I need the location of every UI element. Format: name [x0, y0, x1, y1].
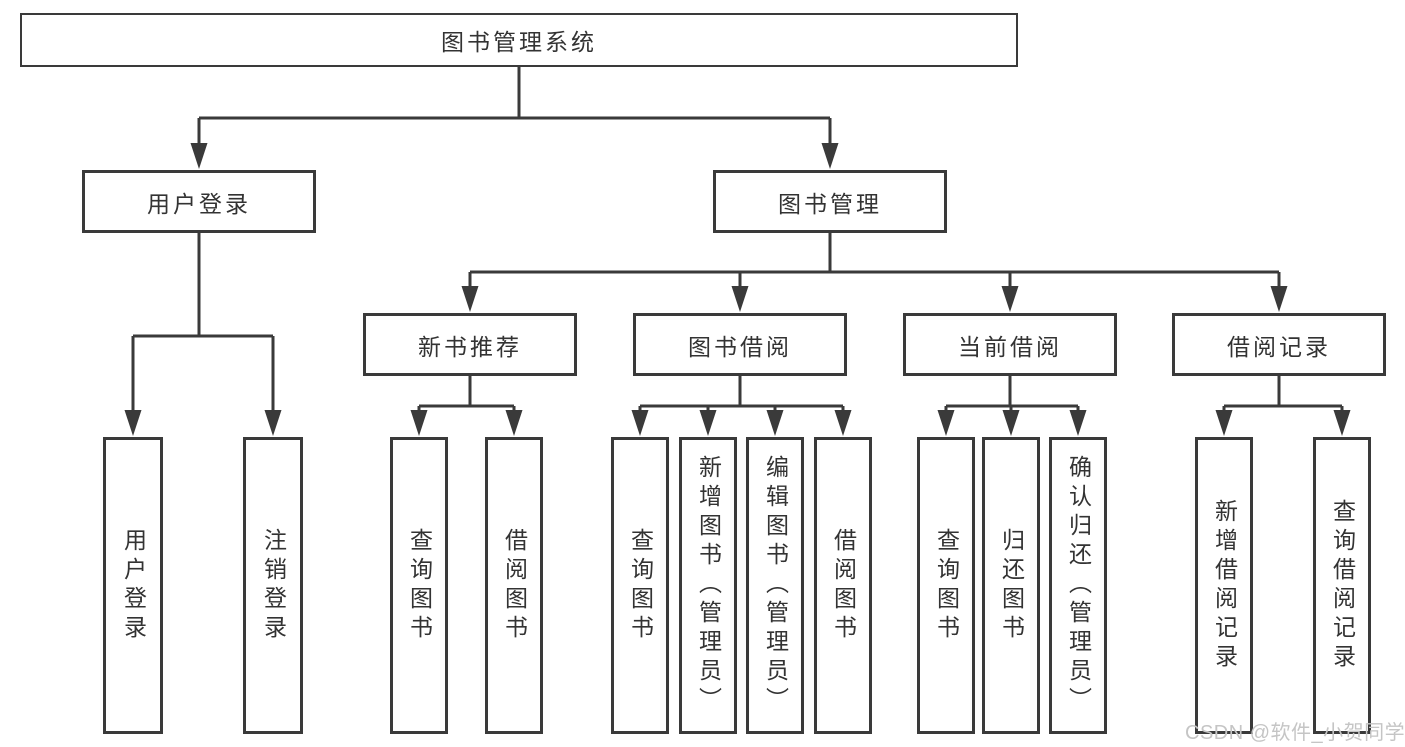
connector-arrowheads — [124, 143, 1351, 436]
node-current-borrow: 当前借阅 — [903, 313, 1117, 376]
node-book-management: 图书管理 — [713, 170, 947, 233]
leaf-query-book-2: 查询图书 — [611, 437, 669, 734]
node-new-book-recommend: 新书推荐 — [363, 313, 577, 376]
leaf-edit-book-admin: 编辑图书（管理员） — [746, 437, 804, 734]
leaf-borrow-book-1: 借阅图书 — [485, 437, 543, 734]
leaf-query-book-1: 查询图书 — [390, 437, 448, 734]
node-user-login: 用户登录 — [82, 170, 316, 233]
node-root: 图书管理系统 — [20, 13, 1018, 67]
node-borrow-records: 借阅记录 — [1172, 313, 1386, 376]
leaf-query-book-3: 查询图书 — [917, 437, 975, 734]
leaf-add-borrow-record: 新增借阅记录 — [1195, 437, 1253, 734]
leaf-confirm-return-admin: 确认归还（管理员） — [1049, 437, 1107, 734]
leaf-query-borrow-record: 查询借阅记录 — [1313, 437, 1371, 734]
leaf-user-login: 用户登录 — [103, 437, 163, 734]
leaf-add-book-admin: 新增图书（管理员） — [679, 437, 737, 734]
leaf-borrow-book-2: 借阅图书 — [814, 437, 872, 734]
watermark: CSDN @软件_小贺同学 — [1185, 722, 1405, 744]
leaf-logout: 注销登录 — [243, 437, 303, 734]
leaf-return-book: 归还图书 — [982, 437, 1040, 734]
node-book-borrow: 图书借阅 — [633, 313, 847, 376]
